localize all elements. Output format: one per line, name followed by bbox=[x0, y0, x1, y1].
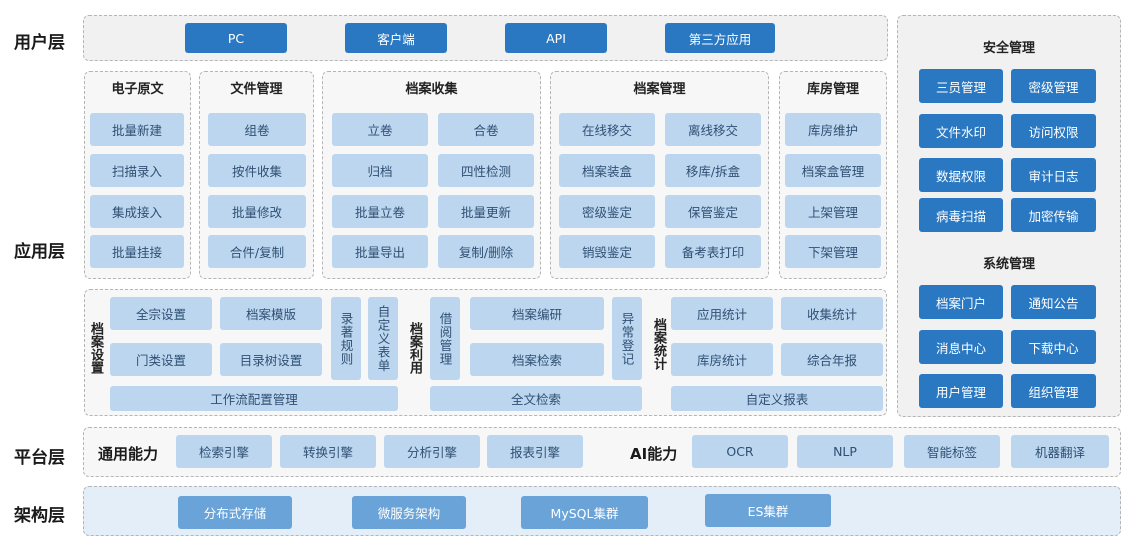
user-item-client[interactable]: 客户端 bbox=[345, 23, 447, 53]
file-item[interactable]: 合件/复制 bbox=[208, 235, 306, 268]
security-title: 安全管理 bbox=[982, 41, 1035, 56]
utilization-title: 档案利用 bbox=[407, 322, 422, 374]
module-warehouse-title: 库房管理 bbox=[806, 82, 859, 97]
layer-label-user: 用户层 bbox=[14, 33, 65, 53]
utilization-item[interactable]: 档案编研 bbox=[470, 297, 604, 330]
layer-label-arch: 架构层 bbox=[14, 506, 65, 526]
platform-general-item[interactable]: 报表引擎 bbox=[487, 435, 583, 468]
collect-item[interactable]: 立卷 bbox=[332, 113, 428, 146]
manage-item[interactable]: 销毁鉴定 bbox=[559, 235, 655, 268]
collect-item[interactable]: 复制/删除 bbox=[438, 235, 534, 268]
security-item[interactable]: 文件水印 bbox=[919, 114, 1003, 148]
collect-item[interactable]: 合卷 bbox=[438, 113, 534, 146]
settings-item[interactable]: 门类设置 bbox=[110, 343, 212, 376]
manage-item[interactable]: 备考表打印 bbox=[665, 235, 761, 268]
layer-label-app: 应用层 bbox=[14, 242, 65, 262]
platform-ai-item[interactable]: NLP bbox=[797, 435, 893, 468]
statistics-item[interactable]: 收集统计 bbox=[781, 297, 883, 330]
security-item[interactable]: 密级管理 bbox=[1011, 69, 1096, 103]
module-manage-title: 档案管理 bbox=[633, 82, 686, 97]
platform-general-item[interactable]: 转换引擎 bbox=[280, 435, 376, 468]
system-item[interactable]: 组织管理 bbox=[1011, 374, 1096, 408]
system-item[interactable]: 通知公告 bbox=[1011, 285, 1096, 319]
security-item[interactable]: 数据权限 bbox=[919, 158, 1003, 192]
system-item[interactable]: 用户管理 bbox=[919, 374, 1003, 408]
statistics-item[interactable]: 综合年报 bbox=[781, 343, 883, 376]
platform-ai-label: AI能力 bbox=[630, 445, 678, 463]
user-item-third-party[interactable]: 第三方应用 bbox=[665, 23, 775, 53]
platform-general-item[interactable]: 分析引擎 bbox=[384, 435, 480, 468]
security-item[interactable]: 三员管理 bbox=[919, 69, 1003, 103]
warehouse-item[interactable]: 上架管理 bbox=[785, 195, 881, 228]
module-collect-title: 档案收集 bbox=[405, 82, 458, 97]
manage-item[interactable]: 在线移交 bbox=[559, 113, 655, 146]
system-item[interactable]: 下载中心 bbox=[1011, 330, 1096, 364]
settings-vertical-label: 自定义表单 bbox=[375, 304, 391, 373]
manage-item[interactable]: 密级鉴定 bbox=[559, 195, 655, 228]
manage-item[interactable]: 移库/拆盒 bbox=[665, 154, 761, 187]
module-file-title: 文件管理 bbox=[230, 82, 283, 97]
statistics-custom-report[interactable]: 自定义报表 bbox=[671, 386, 883, 411]
file-item[interactable]: 组卷 bbox=[208, 113, 306, 146]
warehouse-item[interactable]: 库房维护 bbox=[785, 113, 881, 146]
system-item[interactable]: 档案门户 bbox=[919, 285, 1003, 319]
warehouse-item[interactable]: 档案盒管理 bbox=[785, 154, 881, 187]
security-item[interactable]: 病毒扫描 bbox=[919, 198, 1003, 232]
collect-item[interactable]: 批量更新 bbox=[438, 195, 534, 228]
collect-item[interactable]: 批量立卷 bbox=[332, 195, 428, 228]
utilization-vertical-label: 异常登记 bbox=[619, 311, 635, 366]
settings-vertical-item[interactable]: 自定义表单 bbox=[368, 297, 398, 380]
statistics-item[interactable]: 应用统计 bbox=[671, 297, 773, 330]
electronic-item[interactable]: 集成接入 bbox=[90, 195, 184, 228]
file-item[interactable]: 按件收集 bbox=[208, 154, 306, 187]
platform-general-item[interactable]: 检索引擎 bbox=[176, 435, 272, 468]
arch-item[interactable]: ES集群 bbox=[705, 494, 831, 527]
platform-general-label: 通用能力 bbox=[98, 445, 159, 463]
settings-item[interactable]: 档案模版 bbox=[220, 297, 322, 330]
layer-label-platform: 平台层 bbox=[14, 448, 65, 468]
warehouse-item[interactable]: 下架管理 bbox=[785, 235, 881, 268]
collect-item[interactable]: 批量导出 bbox=[332, 235, 428, 268]
utilization-fulltext[interactable]: 全文检索 bbox=[430, 386, 642, 411]
user-item-pc[interactable]: PC bbox=[185, 23, 287, 53]
collect-item[interactable]: 归档 bbox=[332, 154, 428, 187]
settings-vertical-label: 录著规则 bbox=[338, 311, 354, 366]
electronic-item[interactable]: 批量挂接 bbox=[90, 235, 184, 268]
utilization-vertical-label: 借阅管理 bbox=[437, 311, 453, 366]
electronic-item[interactable]: 扫描录入 bbox=[90, 154, 184, 187]
settings-item[interactable]: 目录树设置 bbox=[220, 343, 322, 376]
platform-ai-item[interactable]: 机器翻译 bbox=[1011, 435, 1109, 468]
collect-item[interactable]: 四性检测 bbox=[438, 154, 534, 187]
module-electronic-title: 电子原文 bbox=[111, 82, 164, 97]
utilization-vertical-item[interactable]: 异常登记 bbox=[612, 297, 642, 380]
settings-vertical-item[interactable]: 录著规则 bbox=[331, 297, 361, 380]
statistics-item[interactable]: 库房统计 bbox=[671, 343, 773, 376]
user-item-api[interactable]: API bbox=[505, 23, 607, 53]
settings-workflow[interactable]: 工作流配置管理 bbox=[110, 386, 398, 411]
arch-item[interactable]: 分布式存储 bbox=[178, 496, 292, 529]
security-item[interactable]: 审计日志 bbox=[1011, 158, 1096, 192]
platform-ai-item[interactable]: 智能标签 bbox=[904, 435, 1000, 468]
electronic-item[interactable]: 批量新建 bbox=[90, 113, 184, 146]
security-item[interactable]: 访问权限 bbox=[1011, 114, 1096, 148]
system-title: 系统管理 bbox=[982, 257, 1035, 272]
statistics-title: 档案统计 bbox=[651, 318, 666, 370]
utilization-item[interactable]: 档案检索 bbox=[470, 343, 604, 376]
system-item[interactable]: 消息中心 bbox=[919, 330, 1003, 364]
manage-item[interactable]: 档案装盒 bbox=[559, 154, 655, 187]
settings-title: 档案设置 bbox=[88, 322, 103, 374]
manage-item[interactable]: 离线移交 bbox=[665, 113, 761, 146]
platform-ai-item[interactable]: OCR bbox=[692, 435, 788, 468]
security-item[interactable]: 加密传输 bbox=[1011, 198, 1096, 232]
manage-item[interactable]: 保管鉴定 bbox=[665, 195, 761, 228]
arch-item[interactable]: 微服务架构 bbox=[352, 496, 466, 529]
settings-item[interactable]: 全宗设置 bbox=[110, 297, 212, 330]
file-item[interactable]: 批量修改 bbox=[208, 195, 306, 228]
utilization-vertical-item[interactable]: 借阅管理 bbox=[430, 297, 460, 380]
arch-item[interactable]: MySQL集群 bbox=[521, 496, 648, 529]
